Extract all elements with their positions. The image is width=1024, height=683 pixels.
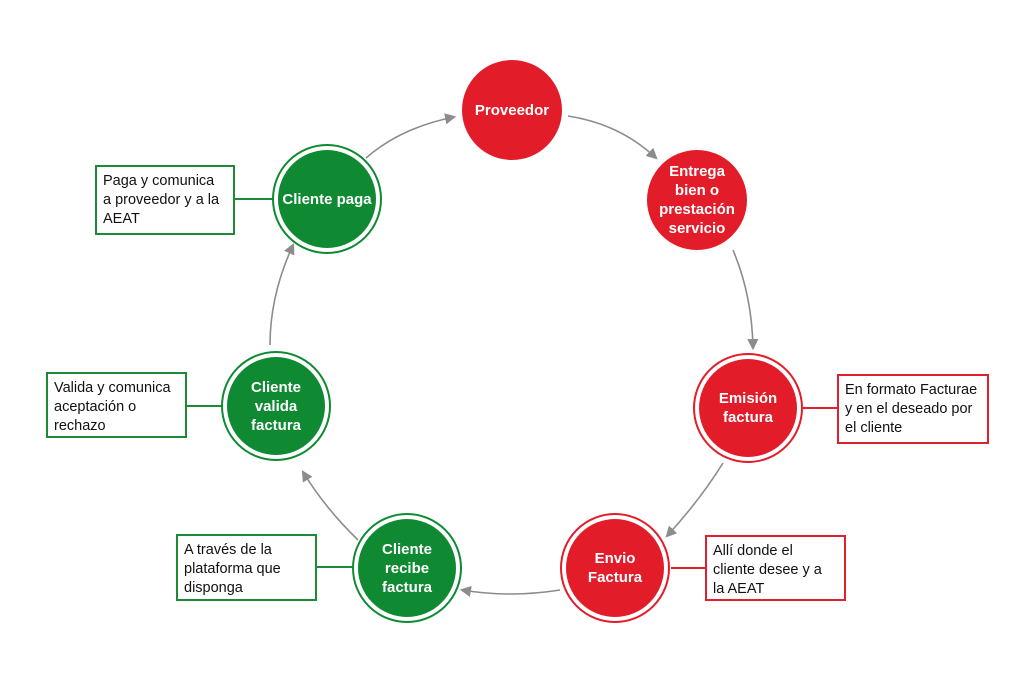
node-envio-label: Envio Factura bbox=[587, 550, 643, 586]
node-recibe-label: Cliente recibe factura bbox=[381, 540, 433, 596]
note-connectors bbox=[186, 198, 838, 569]
arrow-paga-to-proveedor bbox=[365, 113, 457, 159]
node-paga-circle bbox=[278, 150, 376, 248]
arrow-valida-to-paga bbox=[269, 242, 295, 346]
note-envio: Allí donde el cliente desee y a la AEAT bbox=[705, 535, 846, 601]
node-paga bbox=[272, 144, 382, 254]
node-emision-label: Emisión factura bbox=[718, 390, 778, 426]
arrow-envio-to-recibe bbox=[459, 585, 561, 597]
node-valida bbox=[221, 351, 331, 461]
node-emision bbox=[693, 353, 803, 463]
node-emision-circle bbox=[699, 359, 797, 457]
note-valida: Valida y comunica aceptación o rechazo bbox=[46, 372, 187, 438]
node-proveedor-label: Proveedor bbox=[474, 101, 550, 119]
node-entrega-label: Entrega bien o prestación servicio bbox=[659, 163, 735, 237]
note-paga: Paga y comunica a proveedor y a la AEAT bbox=[95, 165, 235, 235]
node-recibe-circle bbox=[358, 519, 456, 617]
arrow-recibe-to-valida bbox=[301, 470, 359, 541]
note-emision: En formato Facturae y en el deseado por … bbox=[837, 374, 989, 444]
node-proveedor-circle bbox=[462, 60, 562, 160]
node-valida-circle bbox=[227, 357, 325, 455]
node-paga-label: Cliente paga bbox=[282, 190, 372, 208]
node-entrega-circle bbox=[647, 150, 747, 250]
node-envio bbox=[560, 513, 670, 623]
arrow-proveedor-to-entrega bbox=[567, 115, 658, 160]
arrow-emision-to-envio bbox=[665, 462, 724, 538]
node-entrega bbox=[647, 150, 747, 250]
node-valida-label: Cliente valida factura bbox=[250, 378, 302, 434]
cycle-arrows bbox=[269, 113, 759, 597]
node-proveedor bbox=[462, 60, 562, 160]
node-recibe bbox=[352, 513, 462, 623]
arrow-entrega-to-emision bbox=[732, 249, 759, 351]
node-envio-circle bbox=[566, 519, 664, 617]
note-recibe: A través de la plataforma que disponga bbox=[176, 534, 317, 601]
